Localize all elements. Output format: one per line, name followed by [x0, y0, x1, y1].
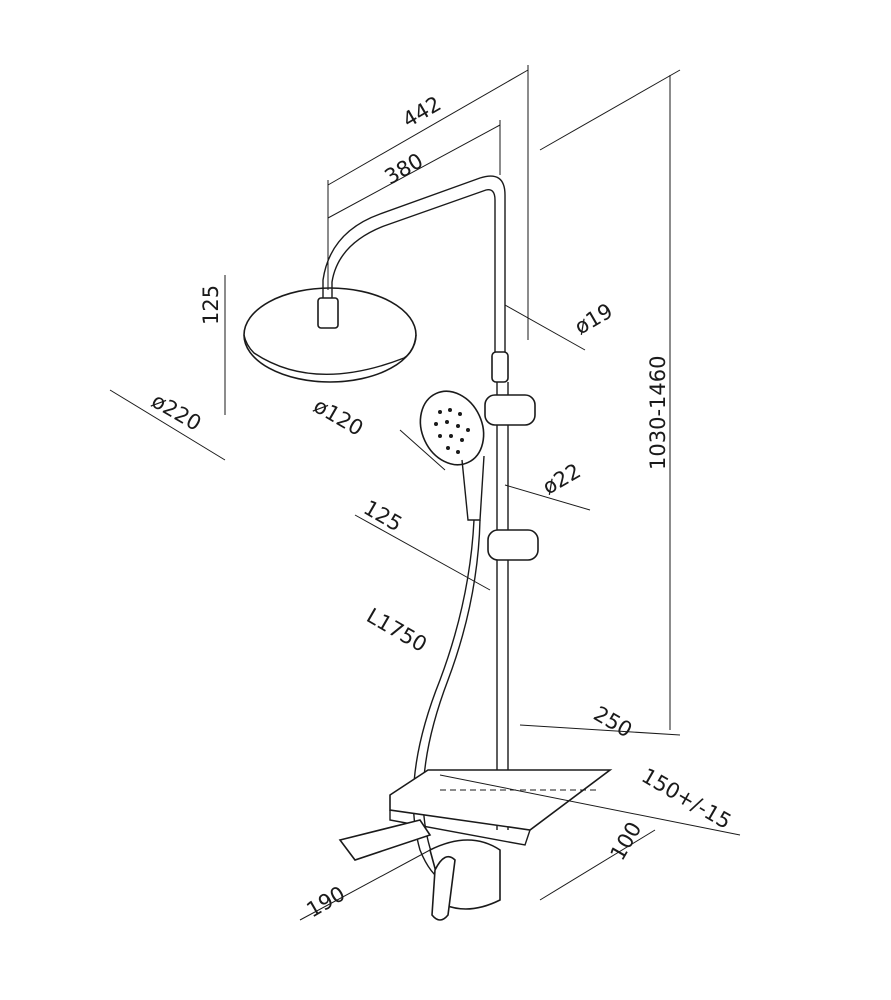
slide-rail	[484, 351, 539, 830]
mixer-shelf	[338, 769, 613, 921]
dim-250: 250	[590, 702, 637, 743]
dimension-lines	[109, 65, 741, 921]
rain-shower-head	[243, 175, 506, 383]
hand-shower	[412, 390, 487, 887]
dim-hose-length: L1750	[363, 604, 431, 657]
dim-380: 380	[381, 148, 428, 189]
dim-hand-diameter: ø120	[310, 394, 368, 441]
dim-100: 100	[606, 818, 647, 865]
dim-190: 190	[303, 881, 350, 922]
dim-height-range: 1030-1460	[646, 356, 670, 470]
dim-125-head: 125	[199, 285, 223, 325]
dim-rail-diameter: ø19	[571, 299, 617, 340]
dim-inlet-spacing: 150+/-15	[638, 764, 736, 834]
dim-holder-diameter: ø22	[539, 459, 585, 500]
dim-442: 442	[399, 91, 446, 132]
dim-head-diameter: ø220	[148, 389, 206, 436]
